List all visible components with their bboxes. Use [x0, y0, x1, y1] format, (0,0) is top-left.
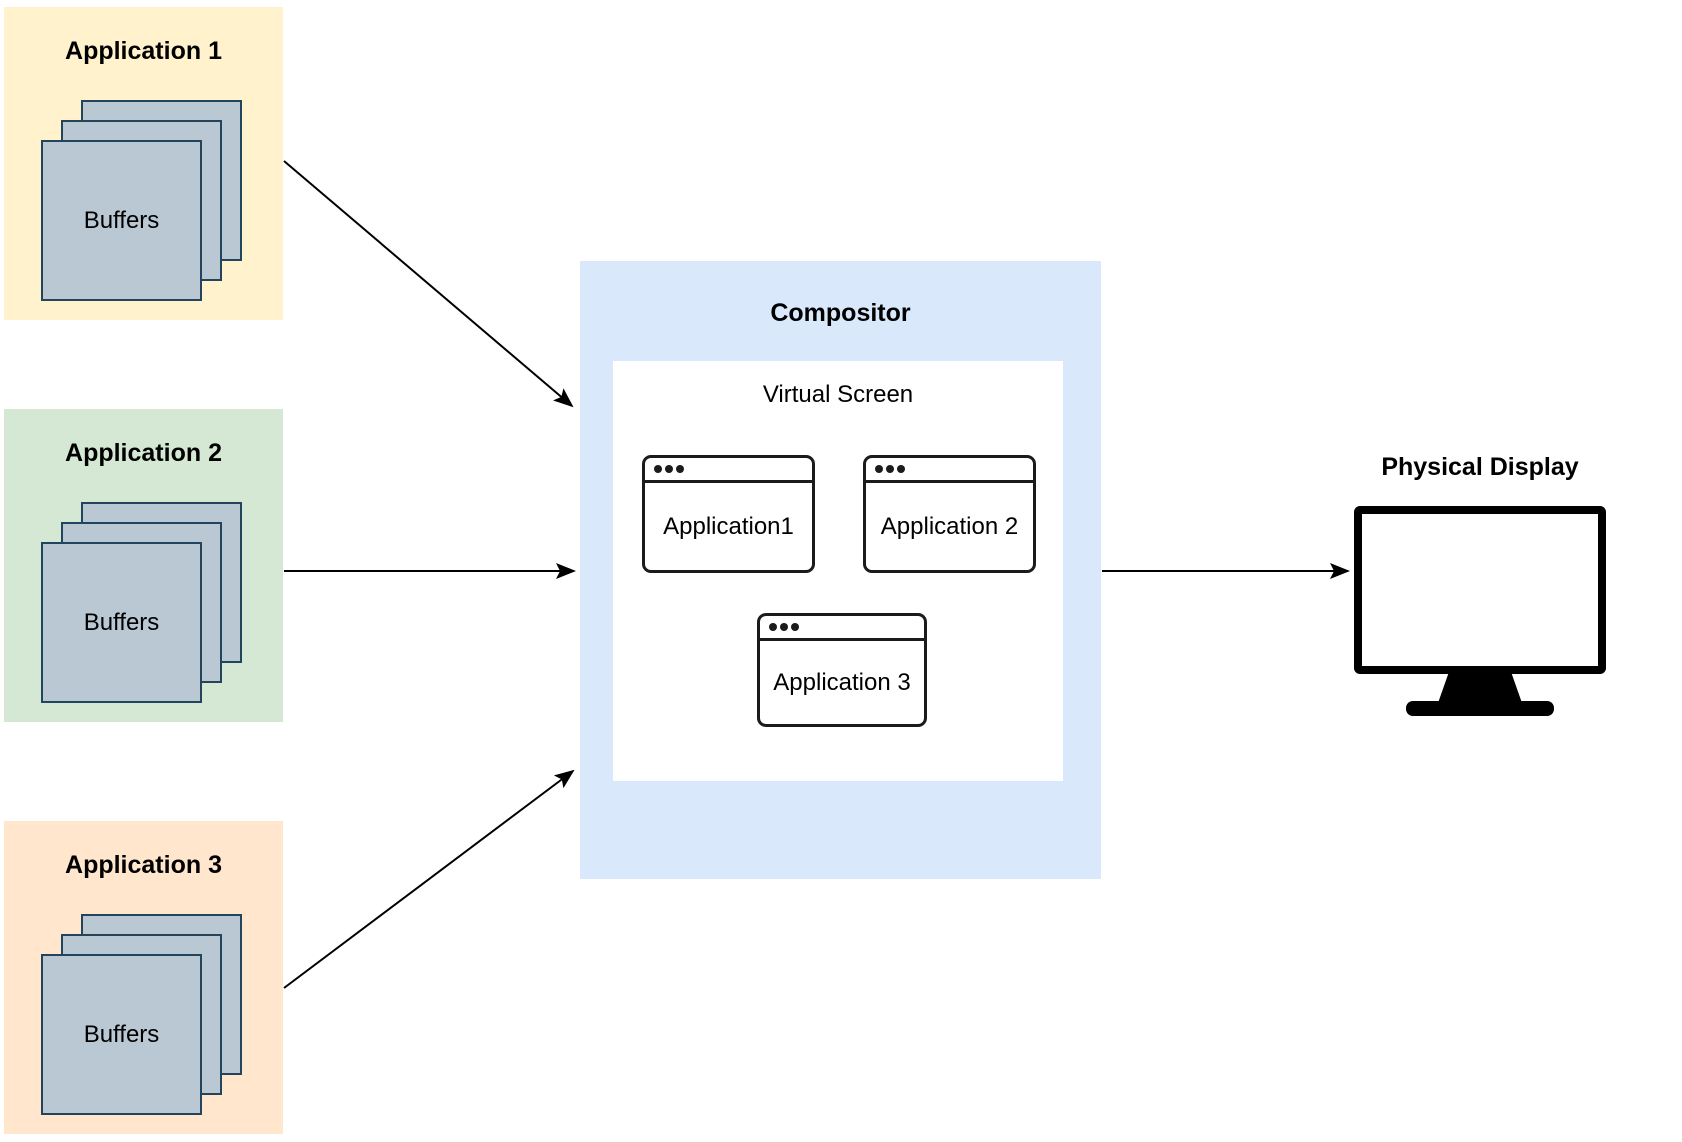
monitor-base-icon [1406, 701, 1554, 716]
virtual-window-application-1: Application1 [642, 455, 815, 573]
virtual-screen-box: Virtual Screen Application1 Application … [613, 361, 1063, 781]
window-control-dot-icon [654, 465, 662, 473]
application-3-box: Application 3 Buffers [4, 821, 283, 1134]
physical-display-title: Physical Display [1381, 453, 1579, 481]
compositor-title: Compositor [770, 299, 911, 327]
virtual-window-application-2: Application 2 [863, 455, 1036, 573]
virtual-window-application-3: Application 3 [757, 613, 927, 727]
window-control-dot-icon [897, 465, 905, 473]
window-control-dot-icon [769, 623, 777, 631]
application-1-buffers-label: Buffers [83, 206, 160, 234]
window-label: Application1 [663, 512, 794, 540]
arrow-application-1-to-compositor [283, 160, 574, 408]
compositor-box: Compositor Virtual Screen Application1 A… [580, 261, 1101, 879]
application-2-buffers-label: Buffers [83, 608, 160, 636]
window-label: Application 3 [773, 668, 911, 696]
window-control-dot-icon [791, 623, 799, 631]
window-control-dot-icon [676, 465, 684, 473]
application-2-box: Application 2 Buffers [4, 409, 283, 722]
application-1-box: Application 1 Buffers [4, 7, 283, 320]
window-control-dot-icon [886, 465, 894, 473]
window-control-dot-icon [875, 465, 883, 473]
application-1-title: Application 1 [65, 37, 222, 65]
window-control-dot-icon [665, 465, 673, 473]
application-3-buffer-front: Buffers [41, 954, 202, 1115]
application-2-title: Application 2 [65, 439, 222, 467]
window-control-dot-icon [780, 623, 788, 631]
application-3-buffers-label: Buffers [83, 1020, 160, 1048]
application-1-buffer-front: Buffers [41, 140, 202, 301]
application-3-title: Application 3 [65, 851, 222, 879]
arrow-application-3-to-compositor [283, 769, 575, 989]
application-2-buffer-front: Buffers [41, 542, 202, 703]
window-titlebar [645, 458, 812, 483]
virtual-screen-title: Virtual Screen [762, 381, 914, 408]
window-label: Application 2 [880, 512, 1019, 540]
window-titlebar [866, 458, 1033, 483]
window-titlebar [760, 616, 924, 641]
monitor-stand-icon [1438, 672, 1522, 703]
monitor-icon [1354, 506, 1606, 674]
